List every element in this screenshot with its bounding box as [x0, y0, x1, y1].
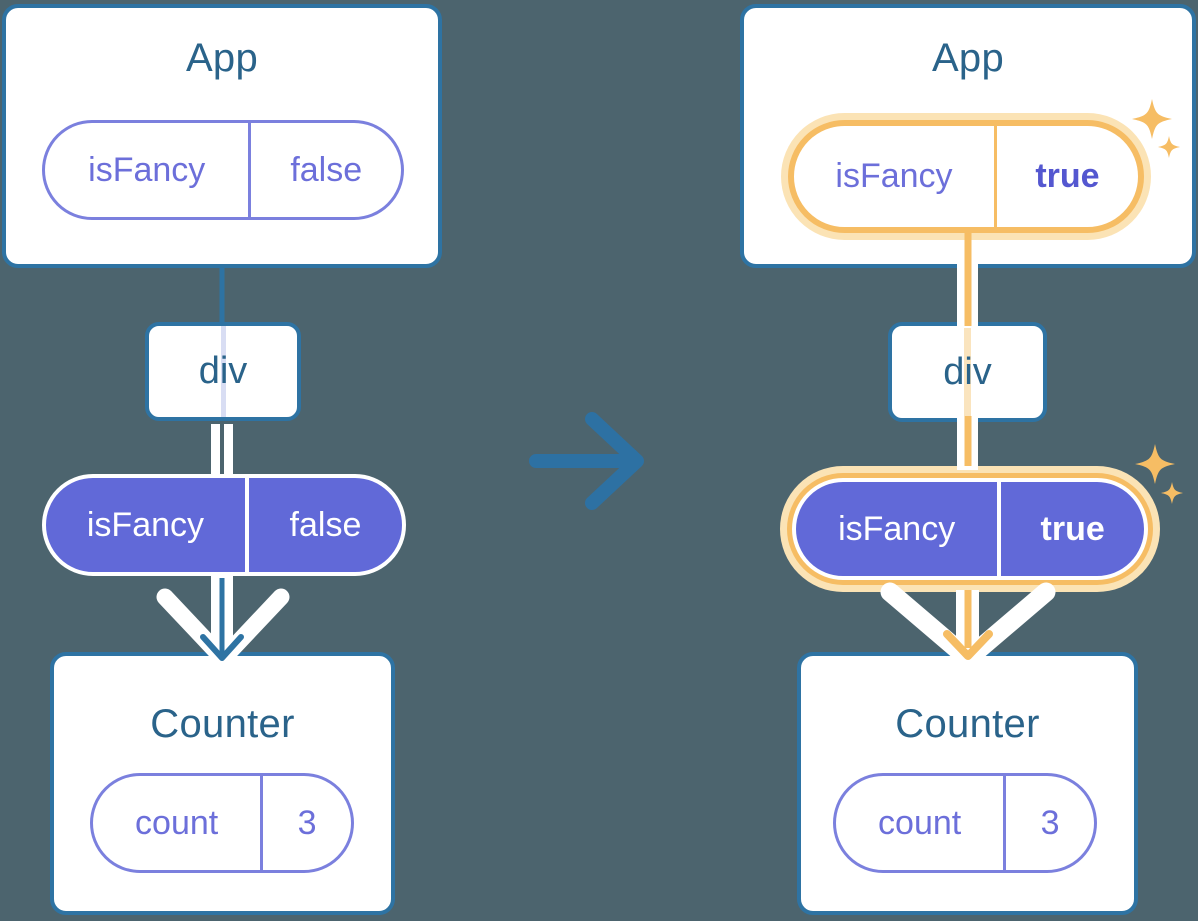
counter-state-pill-before: count 3 [90, 773, 354, 873]
prop-name-label: isFancy [796, 482, 1002, 576]
edge-app-to-div-before [219, 266, 225, 324]
prop-channel-right-rail [224, 424, 233, 476]
prop-value-label: true [1035, 157, 1100, 195]
prop-name-label: isFancy [45, 123, 252, 217]
div-card-after: div [888, 322, 1047, 422]
prop-passthrough-line [964, 326, 971, 418]
counter-state-pill-after: count 3 [833, 773, 1097, 873]
div-label: div [943, 350, 992, 393]
prop-name-label: isFancy [46, 478, 249, 572]
passed-prop-pill-before: isFancy false [42, 474, 406, 576]
prop-channel-after-lower [957, 416, 978, 470]
prop-value-label: false [290, 150, 363, 189]
state-value-label: 3 [297, 803, 317, 842]
state-name-label: count [93, 776, 264, 870]
delivery-channel-after [956, 590, 979, 660]
app-card-before: App isFancy false [2, 4, 442, 268]
div-label: div [198, 350, 248, 392]
transition-arrow-icon [529, 412, 644, 510]
app-prop-pill-after-highlighted: isFancy true [788, 120, 1144, 233]
sparkle-icon [1161, 482, 1183, 504]
counter-card-before: Counter count 3 [50, 652, 395, 915]
app-prop-pill-before: isFancy false [42, 120, 404, 220]
prop-name-label: isFancy [794, 126, 997, 227]
delivery-channel-before [211, 576, 233, 660]
passed-prop-pill-after-highlighted: isFancy true [792, 478, 1148, 580]
app-title: App [185, 36, 259, 80]
app-card-after: App isFancy true [740, 4, 1196, 268]
prop-value-label: true [1040, 509, 1105, 548]
delivery-core-line-before [219, 578, 225, 654]
state-value-label: 3 [1040, 803, 1060, 842]
counter-title: Counter [150, 702, 295, 746]
prop-core-line-after-lower [964, 416, 972, 466]
sparkle-icon [1135, 444, 1175, 484]
div-card-before: div [145, 322, 301, 421]
counter-card-after: Counter count 3 [797, 652, 1138, 915]
prop-channel-left-rail [211, 424, 220, 476]
delivery-chevron-before [156, 588, 290, 659]
prop-channel-after-upper [957, 262, 978, 328]
state-name-label: count [836, 776, 1007, 870]
app-title: App [931, 36, 1005, 80]
prop-value-label: false [289, 505, 362, 544]
delivery-chevron-after [880, 582, 1056, 660]
delivery-core-line-after [964, 590, 972, 648]
prop-passthrough-line [220, 326, 226, 417]
counter-title: Counter [895, 702, 1040, 746]
